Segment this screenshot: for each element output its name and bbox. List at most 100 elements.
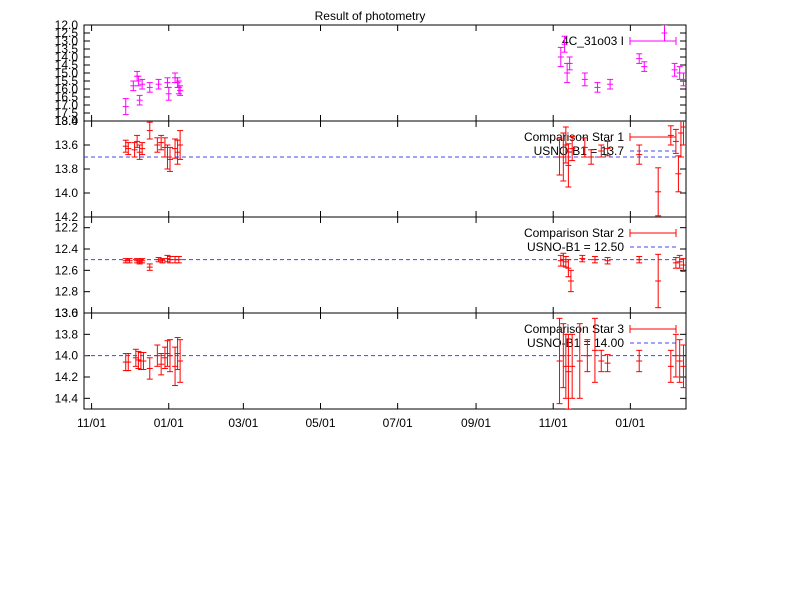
y-tick-label: 15.0: [55, 66, 79, 80]
y-tick-label: 13.6: [55, 138, 79, 152]
data-point: [655, 167, 662, 217]
data-point: [569, 136, 576, 162]
y-tick-label: 12.6: [55, 263, 79, 277]
x-tick-label: 11/01: [77, 416, 106, 430]
y-tick-label: 14.5: [55, 58, 79, 72]
data-point: [139, 78, 146, 90]
reference-legend-label: USNO-B1 = 13.7: [534, 144, 625, 158]
data-point: [560, 132, 567, 182]
reference-legend-label: USNO-B1 = 14.00: [527, 336, 624, 350]
data-point: [136, 259, 143, 265]
x-tick-label: 01/01: [154, 416, 184, 430]
data-point: [604, 354, 611, 373]
reference-legend-label: USNO-B1 = 12.50: [527, 240, 624, 254]
data-point: [126, 258, 133, 264]
data-point: [175, 80, 182, 95]
data-point: [584, 339, 591, 373]
data-points: [122, 25, 686, 116]
data-point: [159, 258, 166, 264]
data-point: [676, 254, 683, 269]
data-point: [146, 263, 153, 271]
data-point: [636, 349, 643, 373]
x-tick-label: 09/01: [461, 416, 491, 430]
data-point: [174, 337, 181, 371]
data-point: [146, 121, 153, 140]
data-point: [672, 128, 679, 154]
data-point: [164, 254, 171, 263]
data-point: [557, 46, 564, 68]
y-tick-label: 14.2: [55, 370, 79, 384]
data-point: [164, 144, 171, 170]
data-point: [672, 257, 679, 269]
data-point: [636, 53, 643, 64]
y-tick-label: 13.8: [55, 162, 79, 176]
data-point: [175, 255, 182, 264]
x-tick-label: 11/01: [539, 416, 568, 430]
data-point: [136, 94, 143, 106]
data-point: [135, 75, 142, 87]
data-point: [676, 339, 683, 383]
data-point: [125, 142, 132, 156]
data-point: [146, 82, 153, 93]
y-tick-label: 14.0: [55, 349, 79, 363]
data-point: [594, 82, 601, 93]
y-tick-label: 13.8: [55, 327, 79, 341]
data-point: [177, 339, 184, 383]
data-point: [675, 155, 682, 193]
y-tick-label: 16.5: [55, 90, 79, 104]
data-point: [565, 143, 572, 188]
y-tick-label: 16.0: [55, 82, 79, 96]
y-tick-label: 17.5: [55, 106, 79, 120]
data-point: [636, 255, 643, 264]
data-point: [667, 125, 674, 146]
data-point: [135, 350, 142, 369]
data-point: [139, 142, 146, 156]
data-point: [598, 144, 605, 158]
y-tick-label: 12.0: [55, 18, 79, 32]
data-point: [562, 255, 569, 268]
y-tick-label: 12.8: [55, 285, 79, 299]
y-tick-label: 14.2: [55, 210, 79, 224]
data-point: [154, 344, 161, 367]
data-point: [556, 317, 563, 405]
data-point: [158, 134, 165, 151]
plot-panels: 12.012.513.013.514.014.515.015.516.016.5…: [55, 18, 687, 430]
data-point: [667, 349, 674, 383]
y-tick-label: 18.0: [55, 114, 79, 128]
data-point: [154, 137, 161, 153]
data-point: [607, 78, 614, 90]
data-point: [177, 85, 184, 96]
data-point: [581, 72, 588, 87]
data-point: [672, 333, 679, 378]
data-point: [562, 126, 569, 164]
data-point: [561, 35, 568, 53]
y-tick-label: 14.4: [55, 391, 79, 405]
data-point: [604, 257, 611, 265]
data-point: [641, 61, 648, 72]
data-point: [165, 86, 172, 101]
data-point: [591, 317, 598, 383]
data-point: [567, 269, 574, 293]
data-point: [172, 138, 179, 159]
y-tick-label: 17.0: [55, 98, 79, 112]
data-point: [122, 98, 129, 116]
data-point: [680, 121, 686, 146]
data-point: [677, 121, 684, 158]
y-tick-label: 14.0: [55, 186, 79, 200]
data-point: [167, 255, 173, 264]
data-points: [122, 252, 686, 309]
data-point: [164, 77, 171, 88]
y-tick-label: 13.6: [55, 306, 79, 320]
data-points: [122, 317, 686, 409]
data-point: [167, 146, 173, 172]
data-point: [588, 149, 595, 165]
data-point: [680, 344, 686, 389]
y-tick-label: 13.4: [55, 114, 79, 128]
y-tick-label: 14.0: [55, 50, 79, 64]
data-point: [680, 72, 686, 87]
chart-title: Result of photometry: [315, 9, 426, 23]
data-point: [140, 351, 147, 371]
data-point: [177, 130, 184, 160]
